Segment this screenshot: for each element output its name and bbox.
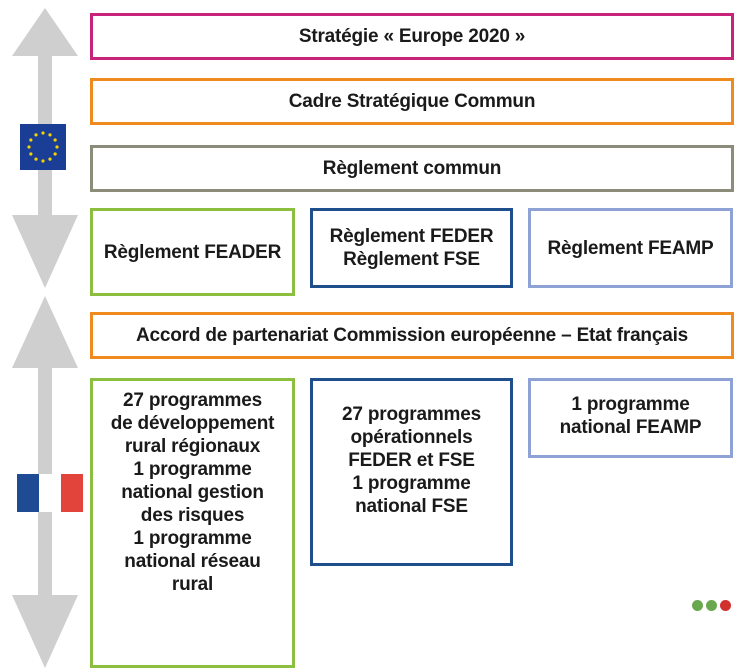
eu-star-icon: [55, 145, 59, 149]
text-line: 1 programme: [133, 528, 252, 549]
eu-star-icon: [53, 152, 57, 156]
green-dot: [706, 600, 717, 611]
common-strategic-framework-label: Cadre Stratégique Commun: [288, 91, 536, 112]
text-line: 1 programme: [133, 459, 252, 480]
common-strategic-framework-box: Cadre Stratégique Commun: [90, 78, 734, 125]
three-dots-icon: [692, 600, 731, 611]
text-line: 1 programme: [571, 394, 690, 415]
text-line: rural régionaux: [124, 436, 261, 457]
text-line: national FSE: [355, 496, 468, 517]
eu-star-icon: [34, 157, 38, 161]
europe-2020-strategy-label: Stratégie « Europe 2020 »: [298, 26, 526, 47]
eu-star-icon: [48, 157, 52, 161]
eu-star-icon: [27, 145, 31, 149]
text-line: national gestion: [121, 482, 264, 503]
eu-star-icon: [29, 152, 33, 156]
eu-star-icon: [41, 159, 45, 163]
eu-star-icon: [34, 133, 38, 137]
feader-regulation-box: Règlement FEADER: [90, 208, 295, 296]
text-line: rural: [171, 574, 214, 595]
eu-star-icon: [41, 131, 45, 135]
feader-regulation-text: Règlement FEADER: [103, 241, 282, 264]
eu-star-icon: [53, 138, 57, 142]
common-regulation-box: Règlement commun: [90, 145, 734, 192]
text-line: Règlement FEADER: [103, 241, 282, 263]
french-flag-icon: [17, 474, 83, 512]
text-line: de développement: [110, 413, 275, 434]
common-regulation-label: Règlement commun: [322, 158, 502, 179]
text-line: 1 programme: [352, 473, 471, 494]
text-line: Règlement FEAMP: [547, 237, 714, 259]
text-line: Règlement FSE: [343, 249, 480, 270]
partnership-agreement-label: Accord de partenariat Commission europée…: [135, 325, 689, 346]
text-line: des risques: [140, 505, 245, 526]
text-line: FEDER et FSE: [348, 450, 475, 471]
partnership-agreement-box: Accord de partenariat Commission europée…: [90, 312, 734, 359]
eu-star-icon: [48, 133, 52, 137]
text-line: 27 programmes: [123, 390, 262, 411]
text-line: opérationnels: [350, 427, 473, 448]
red-dot: [720, 600, 731, 611]
text-line: 27 programmes: [342, 404, 481, 425]
text-line: national FEAMP: [559, 417, 702, 438]
feamp-regulation-text: Règlement FEAMP: [548, 237, 714, 260]
text-line: national réseau: [124, 551, 261, 572]
green-dot: [692, 600, 703, 611]
text-line: Règlement FEDER: [329, 226, 494, 247]
eu-flag-icon: [20, 124, 66, 170]
feamp-regulation-box: Règlement FEAMP: [528, 208, 733, 288]
eu-star-icon: [29, 138, 33, 142]
europe-2020-strategy-box: Stratégie « Europe 2020 »: [90, 13, 734, 60]
